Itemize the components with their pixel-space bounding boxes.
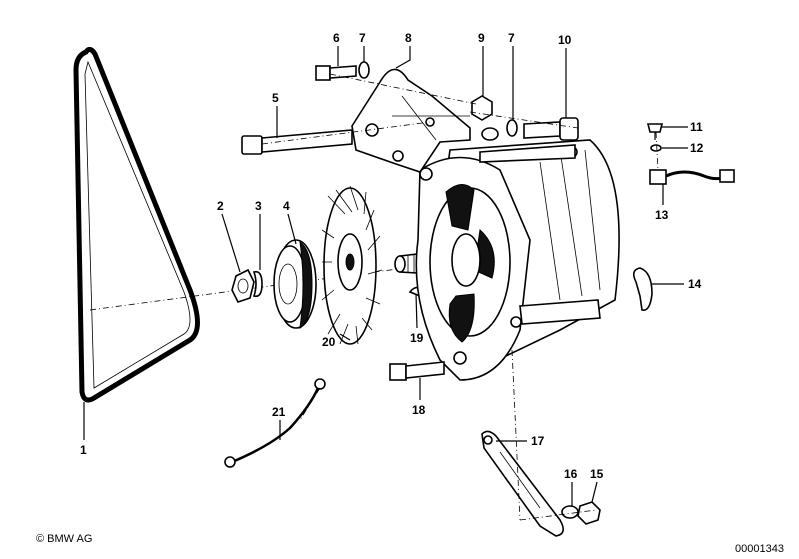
callout-6: 6 <box>333 31 340 45</box>
terminal-cable <box>649 169 735 185</box>
callout-18: 18 <box>412 403 426 417</box>
callout-2: 2 <box>217 199 224 213</box>
callout-5: 5 <box>272 91 279 105</box>
callout-8: 8 <box>405 31 412 45</box>
washer-left <box>358 61 370 79</box>
v-belt <box>73 46 200 403</box>
terminal-screw <box>646 123 664 140</box>
callout-13: 13 <box>655 208 669 222</box>
callout-17: 17 <box>531 434 545 448</box>
copyright-text: © BMW AG <box>36 533 92 545</box>
callout-4: 4 <box>283 199 290 213</box>
washer-right <box>506 119 518 137</box>
alternator <box>415 139 620 381</box>
leader-lines <box>83 46 688 506</box>
tension-bolt <box>523 117 579 141</box>
callout-1: 1 <box>80 443 87 457</box>
callout-9: 9 <box>478 31 485 45</box>
callout-3: 3 <box>255 199 262 213</box>
lower-nut <box>577 501 601 525</box>
callout-16: 16 <box>564 467 578 481</box>
lower-washer <box>561 505 579 519</box>
image-code: 00001343 <box>735 543 784 555</box>
callout-21: 21 <box>272 405 286 419</box>
callout-7-right: 7 <box>508 31 515 45</box>
callout-12: 12 <box>690 141 704 155</box>
pulley <box>273 239 317 330</box>
terminal-washer <box>650 144 662 152</box>
callout-11: 11 <box>690 120 703 134</box>
callouts: 1 2 3 4 5 6 7 8 9 7 10 11 12 13 14 15 16… <box>80 31 704 481</box>
ground-strap <box>224 378 326 468</box>
callout-7-left: 7 <box>359 31 366 45</box>
fan <box>321 185 383 345</box>
spring-washer <box>252 270 263 298</box>
callout-10: 10 <box>558 33 572 47</box>
callout-20: 20 <box>322 335 336 349</box>
long-bolt <box>241 129 353 155</box>
lower-bolt <box>389 361 445 381</box>
callout-19: 19 <box>410 331 424 345</box>
pulley-nut <box>231 268 255 303</box>
callout-15: 15 <box>590 467 604 481</box>
adjusting-bracket <box>481 430 564 537</box>
cable-clip <box>632 267 653 311</box>
alignment-lines <box>261 73 659 521</box>
callout-14: 14 <box>688 277 702 291</box>
bracket-bolt <box>315 65 357 81</box>
bracket-nut <box>471 95 499 141</box>
